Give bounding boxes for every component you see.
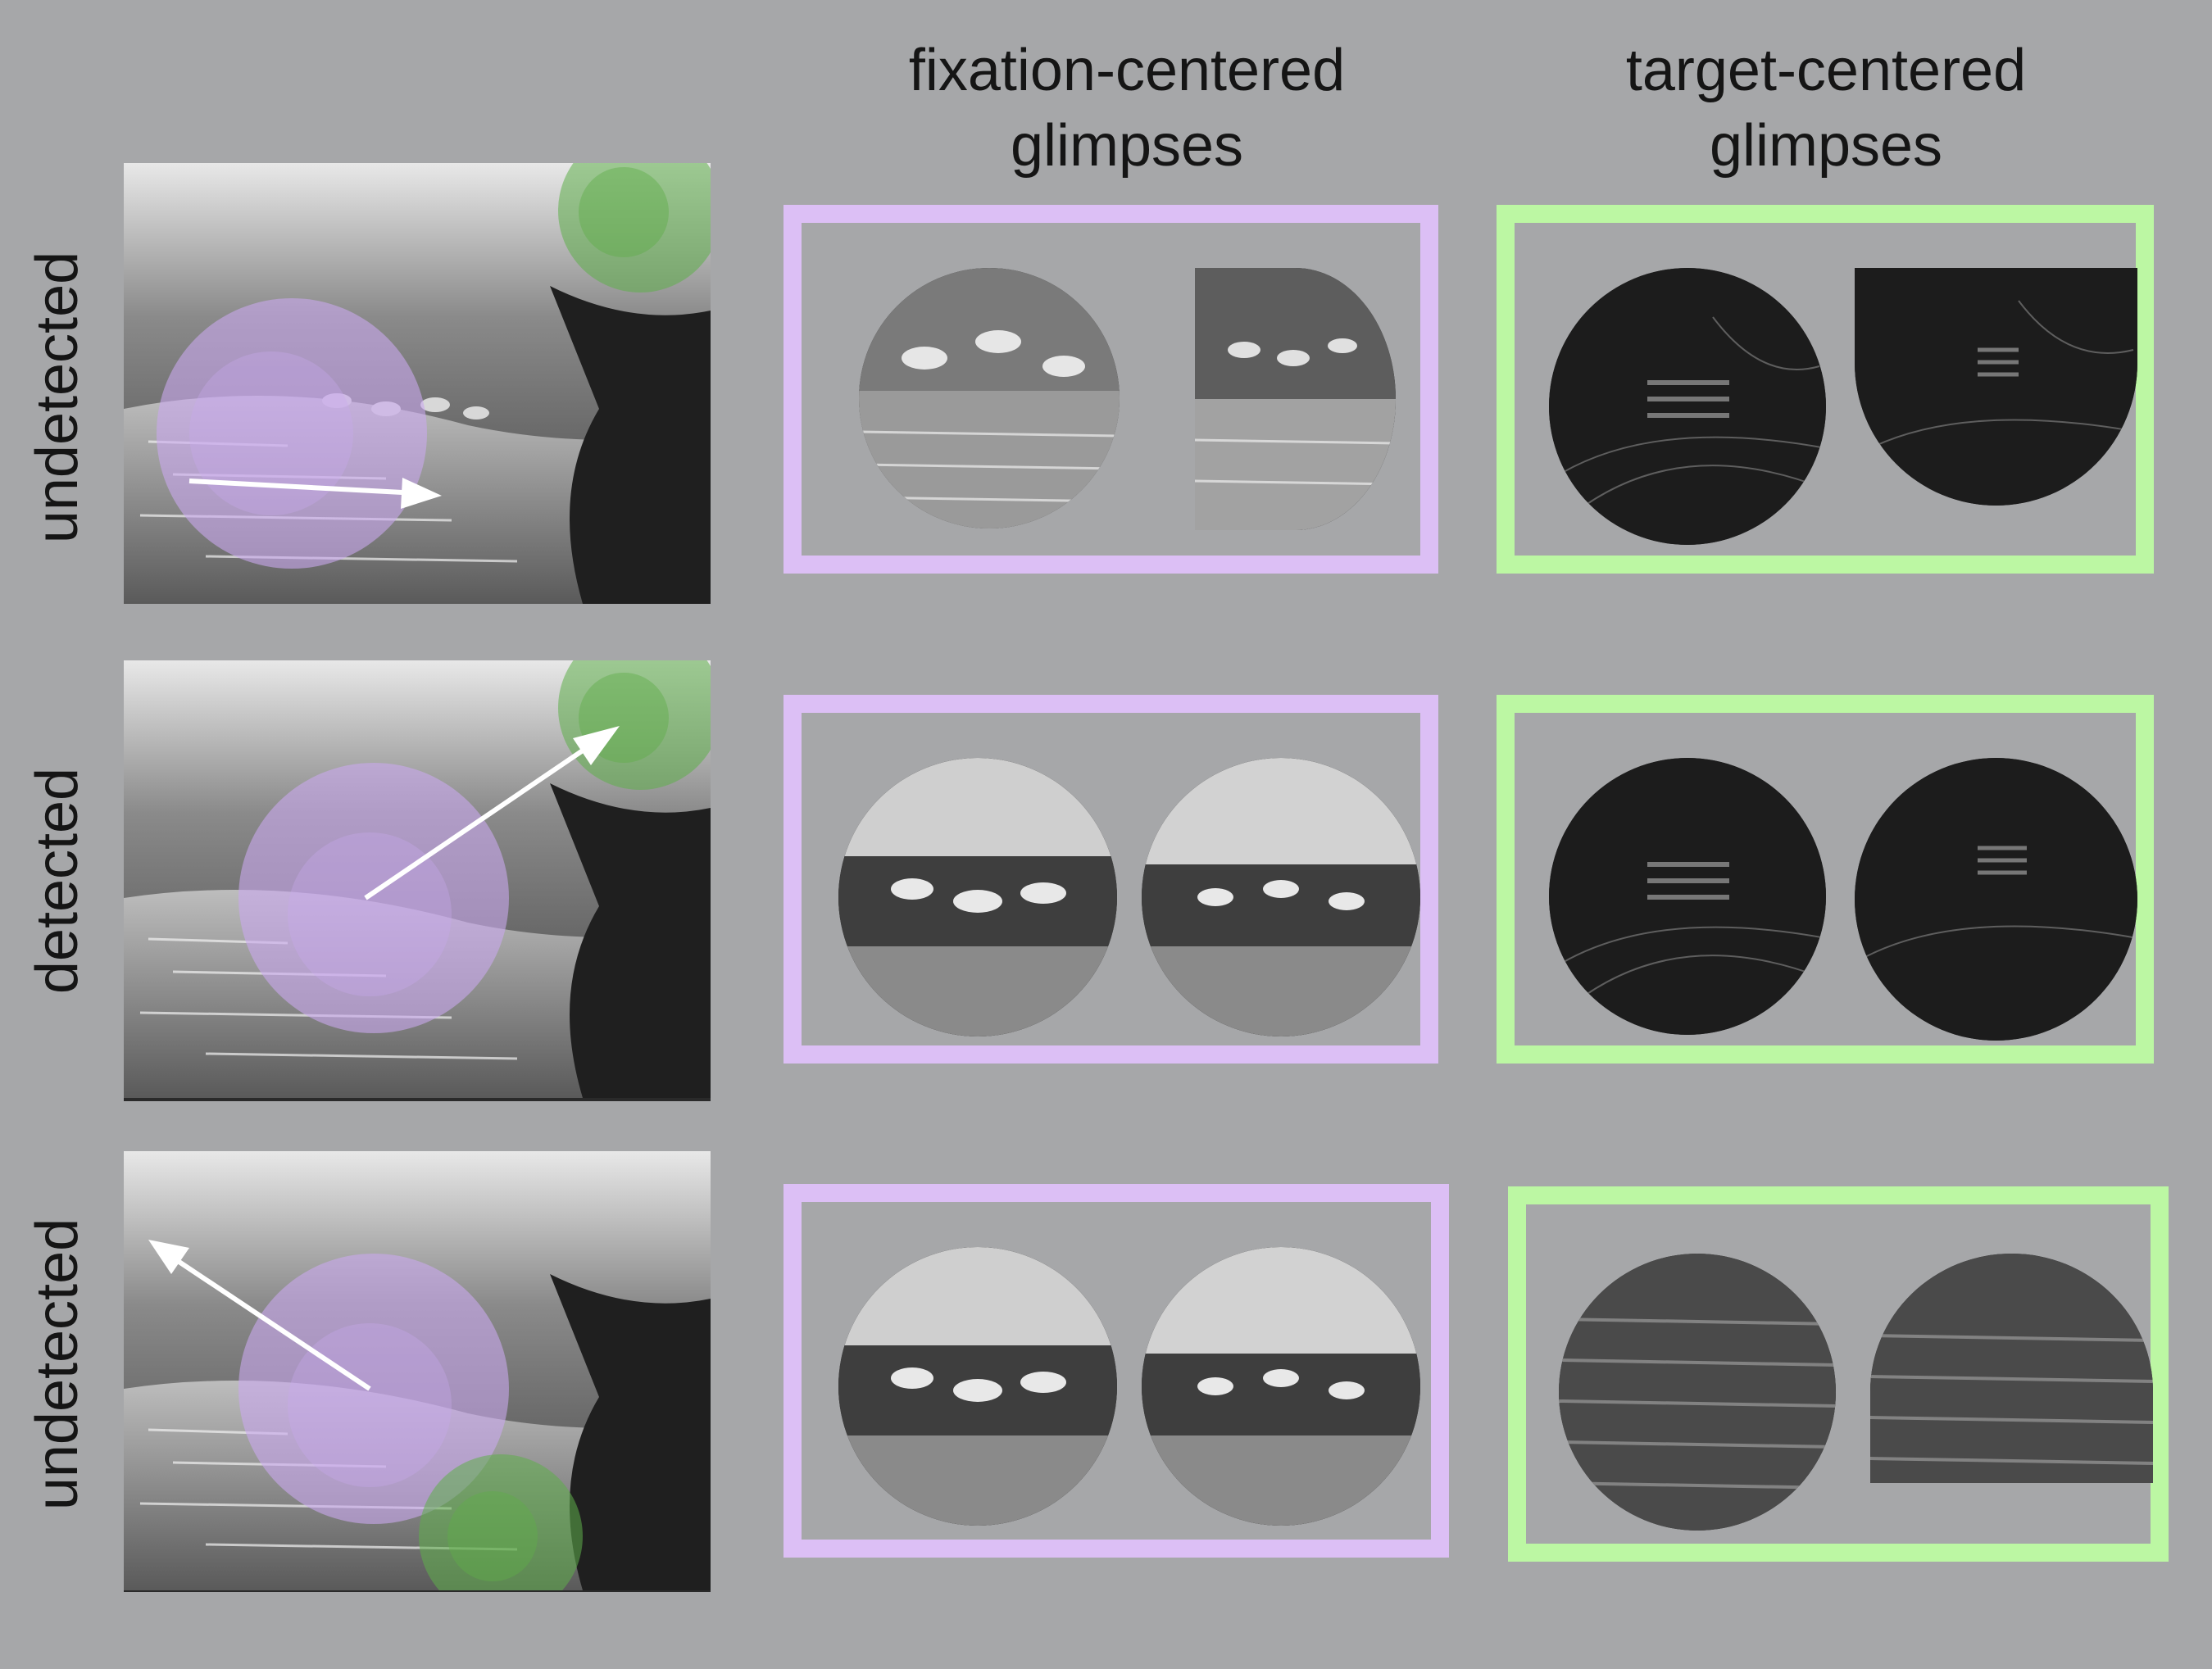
target-column-header: target-centered glimpses [1457,33,2195,184]
fixation-header-line2: glimpses [1010,113,1244,179]
row-label-3: undetected [25,1218,90,1511]
row-label-1: undetected [25,251,90,544]
arrow-head-1 [401,478,442,509]
fixation-glimpse-1b [1195,268,1396,530]
fixation-glimpse-box-3 [784,1184,1449,1558]
target-glimpse-3a [1559,1254,1836,1531]
fixation-glimpse-3a [838,1247,1117,1526]
target-glimpse-box-3 [1508,1186,2169,1562]
fixation-glimpse-2b [1142,758,1420,1036]
scene-graphic-1 [124,163,711,604]
fixation-header-line1: fixation-centered [908,38,1346,103]
target-header-line2: glimpses [1709,113,1943,179]
target-glimpse-box-1 [1497,205,2154,574]
fixation-glimpse-3b [1142,1247,1420,1526]
target-glimpse-1b [1855,268,2137,506]
scene-graphic-2 [124,660,711,1098]
target-glimpse-3b [1870,1254,2153,1483]
fixation-glimpse-2a [838,758,1117,1036]
target-glimpse-2a [1549,758,1826,1035]
target-header-line1: target-centered [1625,38,2027,103]
fixation-glimpse-box-1 [784,205,1438,574]
fixation-glimpse-box-2 [784,695,1438,1064]
fixation-column-header: fixation-centered glimpses [758,33,1496,184]
target-glimpse-2b [1855,758,2137,1041]
fixation-glimpse-1a [859,268,1120,528]
row-label-2: detected [25,767,90,995]
scene-graphic-3 [124,1151,711,1590]
scene-image-2 [124,660,711,1101]
target-region-3 [419,1454,583,1590]
scene-image-1 [124,163,711,604]
arrow-head-3 [148,1240,189,1274]
fixation-region-1 [157,298,427,569]
scene-image-3 [124,1151,711,1592]
fixation-region-3 [238,1254,509,1524]
fixation-region-2 [238,763,509,1033]
target-glimpse-1a [1549,268,1826,545]
target-glimpse-box-2 [1497,695,2154,1064]
target-region-1 [558,163,711,293]
arrow-head-2 [573,726,620,765]
